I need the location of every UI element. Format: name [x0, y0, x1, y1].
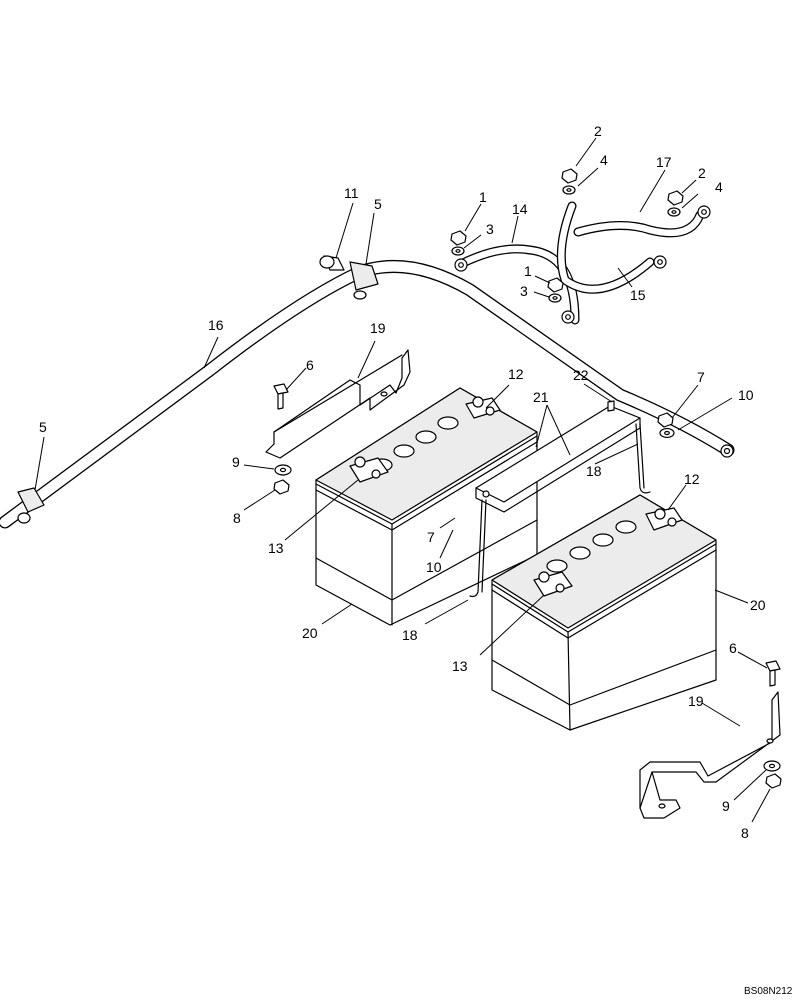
callout-1-upper: 1 — [479, 189, 487, 205]
callout-9-upper: 9 — [232, 454, 240, 470]
callout-5-upper: 5 — [374, 196, 382, 212]
terminal-12-front — [645, 507, 683, 531]
leader-lines — [34, 137, 771, 823]
callout-21: 21 — [533, 389, 549, 405]
callout-14: 14 — [512, 201, 528, 217]
callout-17: 17 — [656, 154, 672, 170]
washer-3-upper — [451, 246, 465, 256]
washer-4-left — [562, 185, 576, 195]
callout-20-rear: 20 — [302, 625, 318, 641]
callout-18-left: 18 — [402, 627, 418, 643]
rod-22-top — [607, 400, 615, 412]
nut-2-right — [667, 190, 684, 206]
callout-16: 16 — [208, 317, 224, 333]
drawing-code: BS08N212 — [744, 986, 793, 997]
nut-2-left — [561, 168, 578, 184]
callout-2-right: 2 — [698, 165, 706, 181]
cable-17 — [573, 205, 711, 238]
cable-sleeve-5-lower — [17, 487, 45, 524]
spacer-11 — [319, 255, 345, 271]
ring-terminal-16 — [720, 444, 734, 458]
callouts: 1 3 2 4 14 17 2 4 1 3 15 11 5 16 19 6 12… — [39, 123, 766, 841]
terminal-13-front — [533, 571, 573, 597]
callout-12-front: 12 — [684, 471, 700, 487]
callout-5-lower: 5 — [39, 419, 47, 435]
callout-2-left: 2 — [594, 123, 602, 139]
callout-11: 11 — [344, 185, 359, 201]
callout-8-upper: 8 — [233, 510, 241, 526]
washer-10-upper — [659, 427, 675, 439]
rod-18-left — [469, 499, 487, 598]
callout-3-lower: 3 — [520, 283, 528, 299]
washer-3-lower — [548, 293, 562, 303]
washer-9-upper — [274, 464, 292, 476]
callout-10-middle: 10 — [426, 559, 442, 575]
callout-4-left: 4 — [600, 152, 608, 168]
nut-8-lower — [765, 773, 782, 789]
callout-20-front: 20 — [750, 597, 766, 613]
washer-4-right — [667, 207, 681, 217]
nut-8-upper — [273, 479, 290, 495]
callout-12-rear: 12 — [508, 366, 524, 382]
callout-6-lower: 6 — [729, 640, 737, 656]
battery-20-rear — [315, 387, 538, 626]
callout-4-right: 4 — [715, 179, 723, 195]
callout-15: 15 — [630, 287, 646, 303]
rod-18-right — [635, 423, 651, 494]
callout-10-upper: 10 — [738, 387, 754, 403]
bolt-6-lower — [765, 660, 781, 687]
callout-13-front: 13 — [452, 658, 468, 674]
callout-8-lower: 8 — [741, 825, 749, 841]
nut-1-lower — [547, 277, 564, 293]
nut-1-upper — [450, 230, 467, 246]
washer-9-lower — [763, 760, 781, 772]
terminal-13-rear — [349, 456, 389, 483]
callout-13-rear: 13 — [268, 540, 284, 556]
cable-sleeve-5-upper — [349, 261, 379, 300]
callout-1-lower: 1 — [524, 263, 532, 279]
callout-19-upper: 19 — [370, 320, 386, 336]
callout-7-upper: 7 — [697, 369, 705, 385]
callout-7-middle: 7 — [427, 529, 435, 545]
cable-15 — [556, 201, 667, 294]
callout-18-right: 18 — [586, 463, 602, 479]
callout-9-lower: 9 — [722, 798, 730, 814]
callout-6-upper: 6 — [306, 357, 314, 373]
callout-19-lower: 19 — [688, 693, 704, 709]
callout-3-upper: 3 — [486, 221, 494, 237]
bolt-6-upper — [273, 383, 289, 410]
bracket-19-lower — [639, 691, 781, 819]
bracket-19-upper — [265, 349, 411, 459]
callout-22: 22 — [573, 367, 589, 383]
nut-7-upper — [657, 412, 674, 428]
